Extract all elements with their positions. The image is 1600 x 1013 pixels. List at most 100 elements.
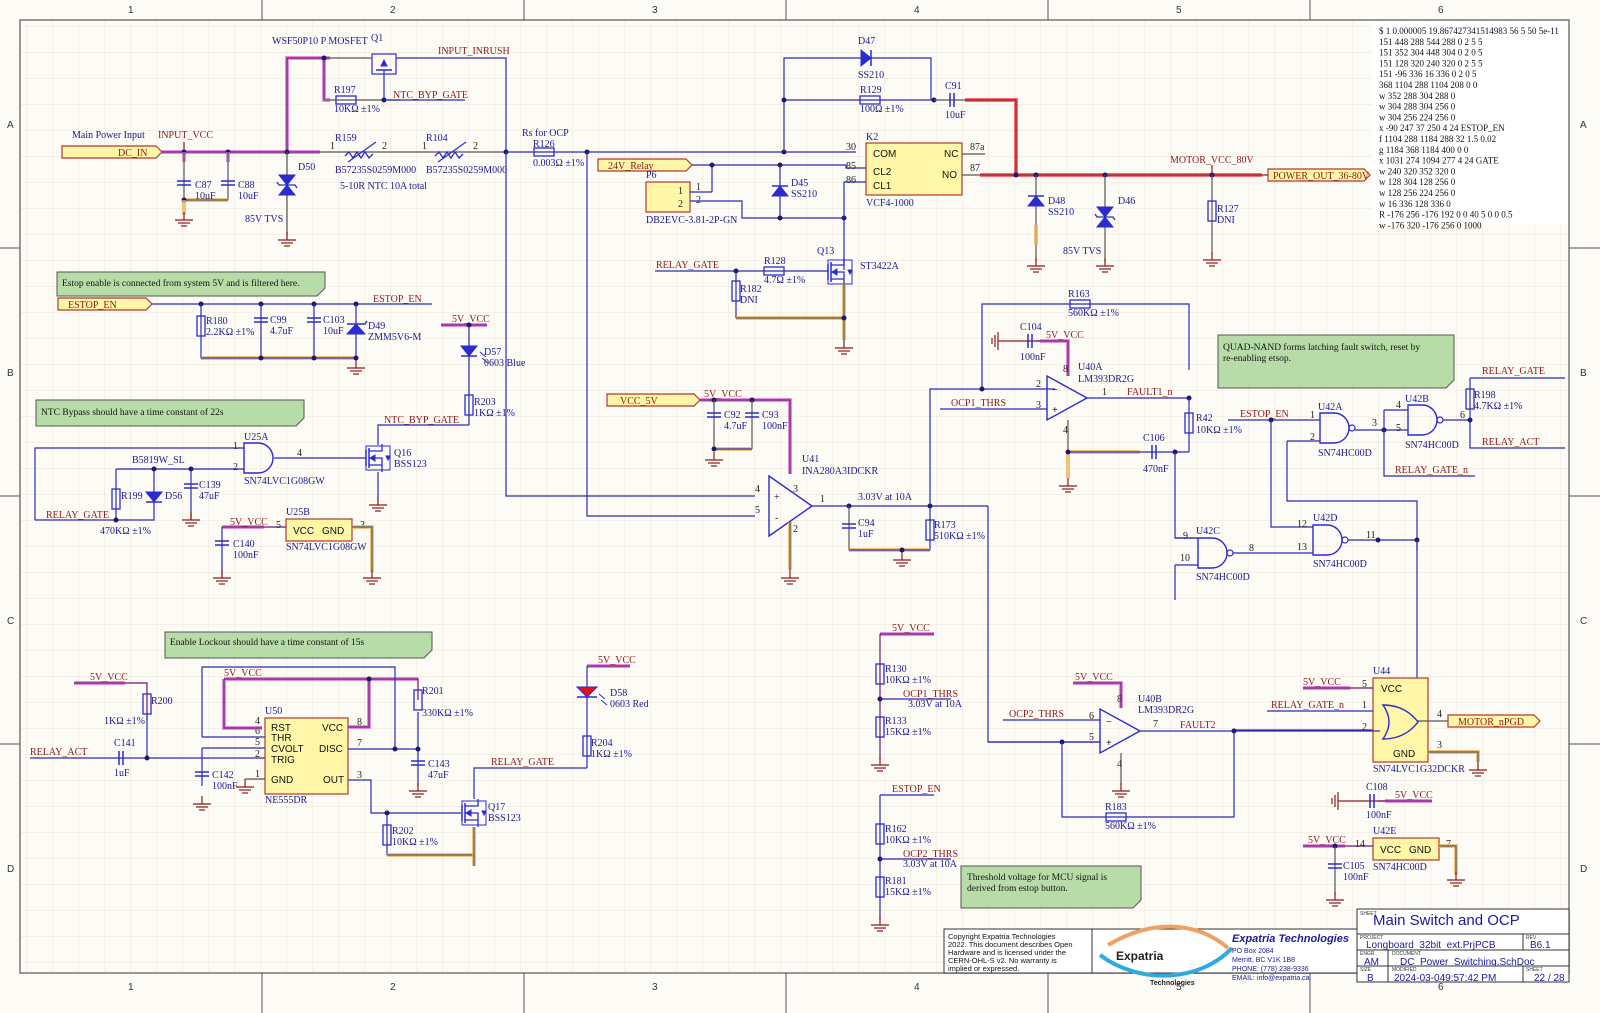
svg-text:4: 4 xyxy=(1437,709,1442,720)
c140-designator: C140 xyxy=(233,539,255,550)
r126-designator: R126 xyxy=(533,139,555,150)
c103-value: 10uF xyxy=(323,326,344,337)
net-5v-vcc-r200: 5V_VCC xyxy=(90,672,128,683)
svg-text:6: 6 xyxy=(255,726,260,737)
u42d-value: SN74HC00D xyxy=(1313,559,1367,570)
net-relay-gate-r198: RELAY_GATE xyxy=(1482,366,1545,377)
u50-pin-trig: TRIG xyxy=(271,755,295,766)
d57-value: 0603 Blue xyxy=(484,358,526,369)
ruler-row-b-right: B xyxy=(1580,368,1587,379)
p6-value: DB2EVC-3.81-2P-GN xyxy=(646,215,737,226)
svg-text:1: 1 xyxy=(330,141,335,152)
c106-value: 470nF xyxy=(1143,464,1169,475)
r129-designator: R129 xyxy=(860,85,882,96)
svg-text:12: 12 xyxy=(1297,519,1307,530)
spice-netlist-overlay[interactable]: $ 1 0.000005 19.867427341514983 56 5 50 … xyxy=(1372,22,1568,230)
net-input-vcc: INPUT_VCC xyxy=(158,130,213,141)
note-threshold-line1: Threshold voltage for MCU signal is xyxy=(967,872,1107,883)
u42e-gnd-pin: GND xyxy=(1409,845,1431,856)
q16-value: BSS123 xyxy=(394,459,427,470)
spice-netlist-line: w 128 256 224 256 0 xyxy=(1379,188,1456,198)
u44-gnd-pin: GND xyxy=(1393,749,1415,760)
or-gate-icon xyxy=(1381,704,1419,740)
k2-pinnum-30: 30 xyxy=(846,142,856,153)
r126-value: 0.003Ω ±1% xyxy=(533,158,584,169)
p6-designator: P6 xyxy=(646,170,657,181)
c92-value: 4.7uF xyxy=(724,421,748,432)
spice-netlist-line: w 16 336 128 336 0 xyxy=(1379,199,1451,209)
d58-designator: D58 xyxy=(610,688,627,699)
ocp-threshold-section: 5V_VCC R130 10KΩ ±1% OCP1_THRS 3.03V at … xyxy=(870,623,1541,932)
svg-text:-: - xyxy=(775,513,778,524)
svg-text:7: 7 xyxy=(1153,719,1158,730)
svg-text:1: 1 xyxy=(696,182,701,193)
c139-designator: C139 xyxy=(199,480,221,491)
r182-value: DNI xyxy=(740,295,758,306)
svg-text:1: 1 xyxy=(422,141,427,152)
c92-designator: C92 xyxy=(724,410,741,421)
c139-value: 47uF xyxy=(199,491,220,502)
dc-in-port[interactable] xyxy=(61,145,163,159)
net-5v-vcc-c108: 5V_VCC xyxy=(1395,790,1433,801)
vcc-5v-port[interactable] xyxy=(606,393,701,407)
d49-designator: D49 xyxy=(368,321,385,332)
motor-npgd-port[interactable] xyxy=(1447,714,1541,728)
lockout-timer-section: Enable Lockout should have a time consta… xyxy=(30,631,649,866)
relay-24v-port-label: 24V_Relay xyxy=(608,161,654,172)
net-5v-vcc-u25b: 5V_VCC xyxy=(230,517,268,528)
c105-designator: C105 xyxy=(1343,861,1365,872)
k2-pinnum-87a: 87a xyxy=(970,142,985,153)
address-line: PHONE: (778) 238-9336 xyxy=(1232,966,1309,973)
svg-text:2: 2 xyxy=(1362,722,1367,733)
rs-for-ocp-label: Rs for OCP xyxy=(522,128,569,139)
estop-en-port-label: ESTOP_EN xyxy=(68,300,117,311)
c93-value: 100nF xyxy=(762,421,788,432)
nand-latch-section: QUAD-NAND forms latching fault switch, r… xyxy=(1174,334,1565,731)
c99-designator: C99 xyxy=(270,315,287,326)
r201-value: 330KΩ ±1% xyxy=(422,708,473,719)
d56-part-label: B5819W_SL xyxy=(132,455,185,466)
ocp1-thrs-annotation: 3.03V at 10A xyxy=(908,699,963,710)
d45-value: SS210 xyxy=(791,189,817,200)
r200-designator: R200 xyxy=(151,696,173,707)
relay-24v-port[interactable] xyxy=(597,158,693,172)
rev-label: REV xyxy=(1526,935,1537,941)
estop-en-port[interactable] xyxy=(57,297,153,311)
spice-netlist-line: w -176 320 -176 256 0 1000 xyxy=(1379,220,1482,230)
svg-text:2: 2 xyxy=(473,141,478,152)
u42e-designator: U42E xyxy=(1373,826,1396,837)
svg-text:1: 1 xyxy=(678,186,683,197)
r198-designator: R198 xyxy=(1474,390,1496,401)
spice-netlist-line: w 128 304 128 256 0 xyxy=(1379,177,1456,187)
u50-pin-thr: THR xyxy=(271,733,292,744)
c140-value: 100nF xyxy=(233,550,259,561)
dc-in-port-label: DC_IN xyxy=(118,148,147,159)
u41-designator: U41 xyxy=(802,454,819,465)
u44-vcc-pin: VCC xyxy=(1381,684,1402,695)
u42d-designator: U42D xyxy=(1313,513,1337,524)
c104-value: 100nF xyxy=(1020,352,1046,363)
motor-npgd-port-label: MOTOR_nPGD xyxy=(1458,717,1524,728)
c88-designator: C88 xyxy=(238,180,255,191)
r183-value: 560KΩ ±1% xyxy=(1105,821,1156,832)
u42c-designator: U42C xyxy=(1196,526,1220,537)
note-quad-nand: QUAD-NAND forms latching fault switch, r… xyxy=(1217,334,1455,389)
c105-value: 100nF xyxy=(1343,872,1369,883)
ruler-col-4-bottom: 4 xyxy=(914,982,920,993)
svg-text:8: 8 xyxy=(1117,694,1122,705)
svg-text:−: − xyxy=(1106,717,1112,728)
svg-text:4: 4 xyxy=(1396,400,1401,411)
net-ntc-byp-gate: NTC_BYP_GATE xyxy=(393,90,468,101)
net-5v-vcc-u41: 5V_VCC xyxy=(704,389,742,400)
r163-designator: R163 xyxy=(1068,289,1090,300)
d58-value: 0603 Red xyxy=(610,699,649,710)
svg-text:1: 1 xyxy=(1102,387,1107,398)
copyright-line: implied or expressed. xyxy=(948,964,1019,973)
r199-designator: R199 xyxy=(121,491,143,502)
svg-text:9: 9 xyxy=(1183,531,1188,542)
r128-designator: R128 xyxy=(764,256,786,267)
power-out-port[interactable] xyxy=(1267,168,1371,182)
ruler-col-6: 6 xyxy=(1438,5,1444,16)
svg-text:5: 5 xyxy=(1396,423,1401,434)
